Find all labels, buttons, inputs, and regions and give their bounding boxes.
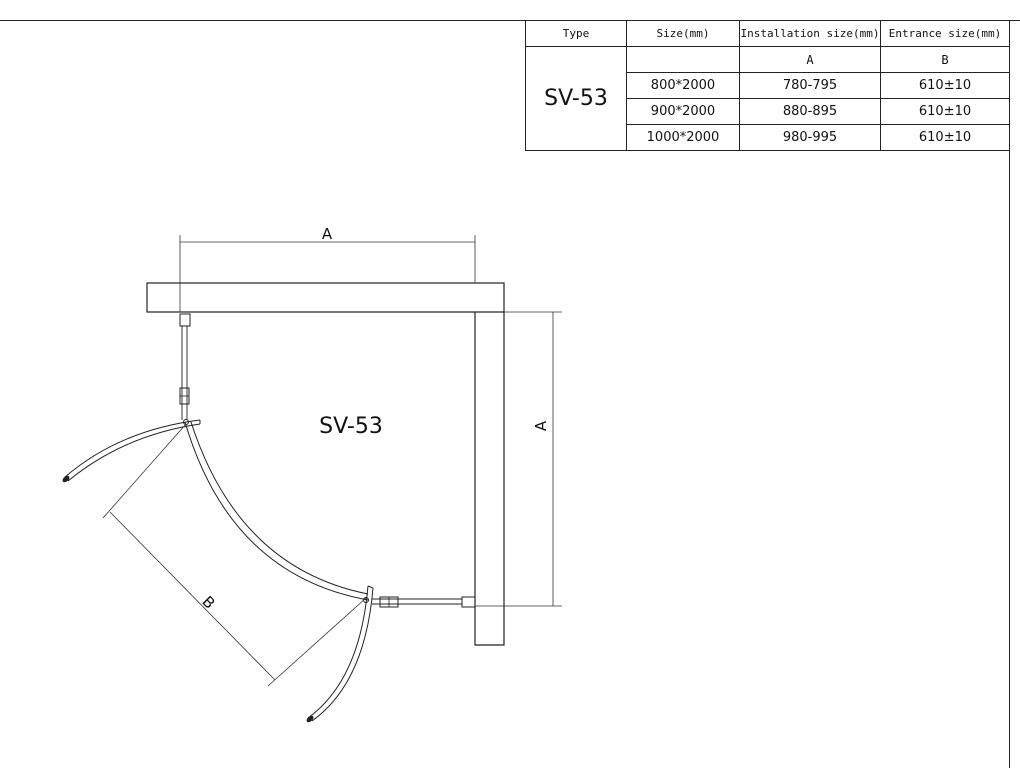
fixed-panel-bottom — [372, 596, 476, 608]
dimension-label-entrance: B — [199, 592, 219, 612]
wall-right — [474, 312, 505, 646]
header-type: Type — [525, 20, 627, 47]
size-spec-table: Type Size(mm) Installation size(mm) Entr… — [525, 20, 1010, 151]
table-row: 1000*2000 980-995 610±10 — [526, 124, 1010, 151]
table-row: 800*2000 780-795 610±10 — [526, 72, 1010, 99]
dimension-label-right: A — [532, 420, 550, 431]
header-size: Size(mm) — [626, 20, 740, 47]
cell-size: 900*2000 — [626, 98, 740, 125]
model-cell: SV-53 — [525, 46, 627, 151]
table-subheader-row: SV-53 A B — [525, 46, 1010, 151]
door-panel-bottom-open — [306, 585, 374, 723]
header-entrance-size: Entrance size(mm) — [880, 20, 1010, 47]
subheader-entrance-b: B — [880, 46, 1010, 73]
sheet-border-top — [0, 20, 1020, 21]
door-panel-left-open — [62, 419, 201, 483]
cell-size: 800*2000 — [626, 72, 740, 99]
sheet-border-right — [1009, 20, 1010, 768]
table-row: 900*2000 880-895 610±10 — [526, 98, 1010, 125]
cell-entrance: 610±10 — [880, 72, 1010, 99]
cell-entrance: 610±10 — [880, 98, 1010, 125]
dimension-entrance-b: B — [102, 423, 367, 687]
dimension-top-a: A — [179, 225, 476, 312]
cell-entrance: 610±10 — [880, 124, 1010, 151]
dimension-label-top: A — [322, 225, 333, 243]
cell-size: 1000*2000 — [626, 124, 740, 151]
cell-installation: 980-995 — [739, 124, 881, 151]
fixed-panel-left — [179, 313, 191, 420]
subheader-installation-a: A — [739, 46, 881, 73]
model-label: SV-53 — [319, 414, 383, 439]
dimension-right-a: A — [475, 311, 562, 607]
curved-track — [183, 419, 369, 603]
cell-installation: 780-795 — [739, 72, 881, 99]
wall-top — [146, 282, 505, 313]
